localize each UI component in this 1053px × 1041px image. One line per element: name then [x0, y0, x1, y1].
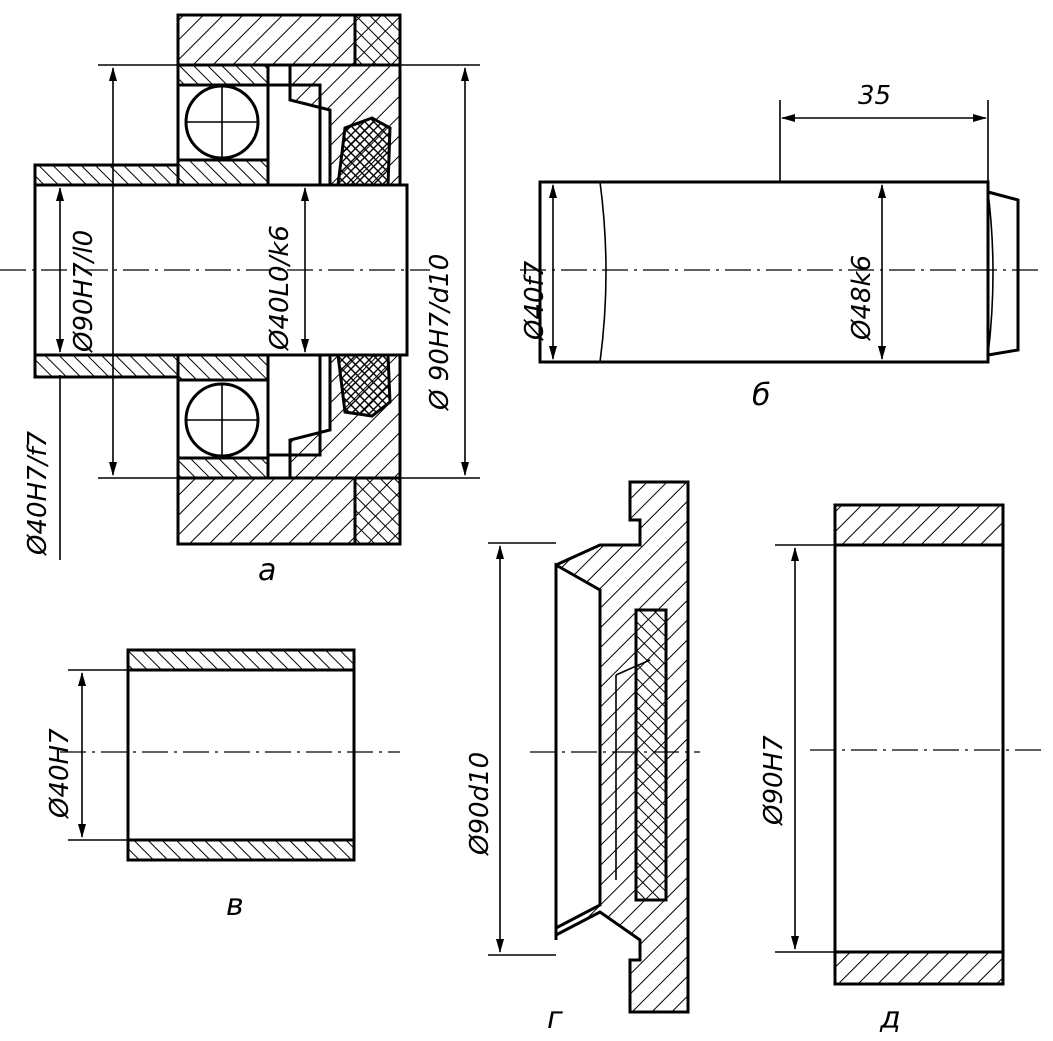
caption-d: д — [879, 1001, 901, 1036]
bearing-top-outer-ring — [176, 63, 270, 87]
dim-b-journal: Ø48k6 — [847, 255, 877, 341]
view-d-housing: Ø90H7 д — [759, 503, 1045, 1036]
housing-wall-bottom — [833, 950, 1005, 986]
bushing-wall-top — [126, 648, 356, 672]
cover-seal-ring — [634, 608, 668, 902]
bearing-top-inner-ring — [176, 158, 270, 187]
dim-d-housing: Ø90H7 — [759, 735, 789, 826]
caption-v: в — [226, 888, 244, 923]
shaft-body — [538, 180, 990, 364]
dim-b-shaft-left: Ø40f7 — [520, 260, 550, 341]
view-g-cover: Ø90d10 г — [465, 480, 700, 1036]
caption-a: а — [258, 553, 276, 588]
dim-v-bore: Ø40H7 — [45, 728, 75, 819]
bearing-bottom-inner-ring — [176, 353, 270, 382]
dim-a-bushing-fit: Ø40H7/f7 — [23, 430, 53, 556]
view-v-bushing: Ø40H7 в — [45, 648, 400, 923]
shaft-end-step — [987, 190, 1020, 357]
dim-g-cover: Ø90d10 — [465, 752, 495, 856]
housing-top-cover — [353, 13, 402, 67]
dim-a-outer-fit: Ø90H7/l0 — [69, 230, 99, 353]
seal-top — [336, 116, 392, 187]
bushing-wall-bottom — [126, 838, 356, 862]
seal-bottom — [336, 353, 392, 418]
bushing-top — [33, 163, 180, 187]
view-a-assembly: Ø 90H7/d10 Ø40L0/k6 Ø90H7/l0 Ø40H7/f7 а — [0, 13, 480, 588]
view-b-shaft: 35 Ø40f7 Ø48k6 б — [520, 81, 1040, 413]
bearing-bottom-outer-ring — [176, 456, 270, 480]
bushing-bottom — [33, 353, 180, 379]
dim-a-housing-fit: Ø 90H7/d10 — [425, 254, 455, 411]
housing-wall-top — [833, 503, 1005, 547]
dim-a-inner-fit: Ø40L0/k6 — [265, 225, 295, 351]
caption-b: б — [752, 378, 771, 413]
dim-b-length: 35 — [858, 81, 891, 111]
housing-bottom-cover — [353, 476, 402, 546]
caption-g: г — [547, 1001, 563, 1036]
